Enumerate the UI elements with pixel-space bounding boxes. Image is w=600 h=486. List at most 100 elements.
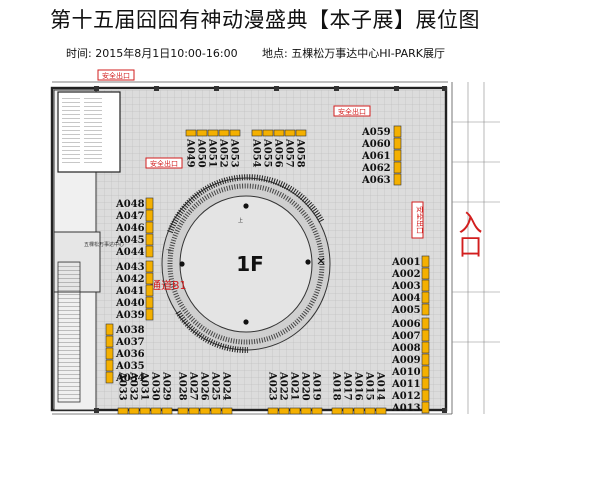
booth-A034[interactable]: A034 <box>105 371 145 384</box>
booth-A040[interactable]: A040 <box>115 296 154 309</box>
booth-A004[interactable]: A004 <box>391 291 430 304</box>
booth-A014[interactable]: A014 <box>375 371 387 415</box>
booth-marker[interactable] <box>273 129 285 137</box>
booth-marker[interactable] <box>289 407 301 415</box>
booth-marker[interactable] <box>421 303 430 316</box>
booth-A058[interactable]: A058 <box>295 129 307 168</box>
booth-A018[interactable]: A018 <box>331 371 343 415</box>
booth-A003[interactable]: A003 <box>391 279 430 292</box>
booth-marker[interactable] <box>278 407 290 415</box>
booth-marker[interactable] <box>105 359 114 372</box>
booth-marker[interactable] <box>421 353 430 366</box>
booth-marker[interactable] <box>393 161 402 174</box>
booth-A023[interactable]: A023 <box>267 371 279 415</box>
booth-marker[interactable] <box>145 233 154 246</box>
booth-marker[interactable] <box>331 407 343 415</box>
booth-A021[interactable]: A021 <box>289 371 301 415</box>
booth-A033[interactable]: A033 <box>117 371 129 415</box>
booth-A005[interactable]: A005 <box>391 303 430 316</box>
booth-A032[interactable]: A032 <box>128 371 140 415</box>
booth-A020[interactable]: A020 <box>300 371 312 415</box>
booth-A008[interactable]: A008 <box>391 341 430 354</box>
booth-A036[interactable]: A036 <box>105 347 145 360</box>
booth-marker[interactable] <box>393 125 402 138</box>
booth-A055[interactable]: A055 <box>262 129 274 168</box>
booth-marker[interactable] <box>145 221 154 234</box>
booth-marker[interactable] <box>105 347 114 360</box>
booth-marker[interactable] <box>145 272 154 285</box>
booth-marker[interactable] <box>421 291 430 304</box>
booth-marker[interactable] <box>311 407 323 415</box>
booth-A011[interactable]: A011 <box>391 377 430 390</box>
booth-marker[interactable] <box>188 407 200 415</box>
booth-marker[interactable] <box>421 389 430 402</box>
booth-marker[interactable] <box>218 129 230 137</box>
booth-A009[interactable]: A009 <box>391 353 430 366</box>
booth-A046[interactable]: A046 <box>115 221 154 234</box>
booth-A001[interactable]: A001 <box>391 255 430 268</box>
booth-A031[interactable]: A031 <box>139 371 151 415</box>
booth-marker[interactable] <box>105 371 114 384</box>
booth-A038[interactable]: A038 <box>105 323 145 336</box>
booth-A049[interactable]: A049 <box>185 129 197 168</box>
booth-A062[interactable]: A062 <box>361 161 402 174</box>
booth-A047[interactable]: A047 <box>115 209 154 222</box>
booth-marker[interactable] <box>177 407 189 415</box>
booth-A035[interactable]: A035 <box>105 359 145 372</box>
booth-A043[interactable]: A043 <box>115 260 154 273</box>
booth-marker[interactable] <box>267 407 279 415</box>
booth-marker[interactable] <box>145 209 154 222</box>
booth-marker[interactable] <box>161 407 173 415</box>
booth-marker[interactable] <box>145 245 154 258</box>
booth-marker[interactable] <box>421 341 430 354</box>
booth-A002[interactable]: A002 <box>391 267 430 280</box>
booth-marker[interactable] <box>421 365 430 378</box>
booth-marker[interactable] <box>375 407 387 415</box>
booth-A022[interactable]: A022 <box>278 371 290 415</box>
booth-A024[interactable]: A024 <box>221 371 233 415</box>
booth-A052[interactable]: A052 <box>218 129 230 168</box>
booth-marker[interactable] <box>117 407 129 415</box>
booth-A042[interactable]: A042 <box>115 272 154 285</box>
booth-marker[interactable] <box>393 137 402 150</box>
booth-marker[interactable] <box>421 255 430 268</box>
booth-marker[interactable] <box>284 129 296 137</box>
booth-marker[interactable] <box>342 407 354 415</box>
booth-marker[interactable] <box>145 197 154 210</box>
booth-A037[interactable]: A037 <box>105 335 145 348</box>
booth-marker[interactable] <box>145 308 154 321</box>
booth-marker[interactable] <box>300 407 312 415</box>
booth-A039[interactable]: A039 <box>115 308 154 321</box>
booth-marker[interactable] <box>196 129 208 137</box>
booth-marker[interactable] <box>145 296 154 309</box>
booth-marker[interactable] <box>251 129 263 137</box>
booth-marker[interactable] <box>185 129 197 137</box>
booth-marker[interactable] <box>393 149 402 162</box>
booth-A057[interactable]: A057 <box>284 129 296 168</box>
booth-marker[interactable] <box>262 129 274 137</box>
booth-marker[interactable] <box>229 129 241 137</box>
booth-marker[interactable] <box>421 279 430 292</box>
booth-marker[interactable] <box>105 323 114 336</box>
booth-A060[interactable]: A060 <box>361 137 402 150</box>
booth-A054[interactable]: A054 <box>251 129 263 168</box>
booth-A044[interactable]: A044 <box>115 245 154 258</box>
booth-marker[interactable] <box>210 407 222 415</box>
booth-marker[interactable] <box>128 407 140 415</box>
booth-marker[interactable] <box>295 129 307 137</box>
booth-A048[interactable]: A048 <box>115 197 154 210</box>
booth-marker[interactable] <box>221 407 233 415</box>
booth-A029[interactable]: A029 <box>161 371 173 415</box>
booth-A016[interactable]: A016 <box>353 371 365 415</box>
booth-A007[interactable]: A007 <box>391 329 430 342</box>
booth-A045[interactable]: A045 <box>115 233 154 246</box>
booth-A012[interactable]: A012 <box>391 389 430 402</box>
booth-marker[interactable] <box>421 329 430 342</box>
booth-marker[interactable] <box>207 129 219 137</box>
booth-marker[interactable] <box>421 317 430 330</box>
booth-marker[interactable] <box>199 407 211 415</box>
booth-A030[interactable]: A030 <box>150 371 162 415</box>
booth-A010[interactable]: A010 <box>391 365 430 378</box>
booth-A025[interactable]: A025 <box>210 371 222 415</box>
booth-marker[interactable] <box>421 401 430 414</box>
